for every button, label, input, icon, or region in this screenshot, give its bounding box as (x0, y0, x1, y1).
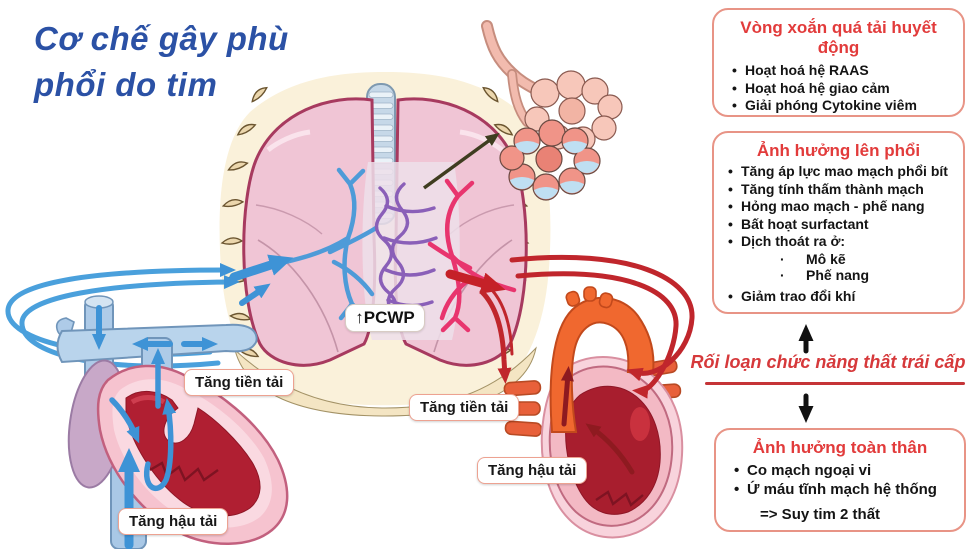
hemodynamic-overload-box: Vòng xoắn quá tải huyết động • Hoạt hoá … (712, 8, 965, 117)
arterial-loops (479, 254, 695, 399)
lung-box-title: Ảnh hưởng lên phổi (756, 141, 921, 160)
list-item: • Bất hoạt surfactant (728, 215, 869, 232)
list-item: • Dịch thoát ra ở: (728, 233, 846, 249)
alveoli-detail (481, 20, 623, 201)
alveolar-fluid (510, 141, 599, 200)
right-preload-label: Tăng tiền tải (409, 394, 520, 421)
blue-inflow-arrow (229, 254, 294, 282)
sub-list-item: · Mô kẽ (780, 250, 846, 267)
page-title-line1: Cơ chế gây phù (34, 20, 289, 57)
red-underline (705, 382, 965, 385)
alveoli-pointer-arrow (422, 132, 500, 190)
flooded-alveoli-cluster (499, 119, 601, 201)
right-afterload-label: Tăng hậu tải (477, 457, 588, 484)
list-item: • Tăng áp lực mao mạch phổi bít (728, 163, 948, 179)
sub-list-item: · Phế nang (780, 267, 870, 283)
list-item: • Co mạch ngoại vi (734, 462, 872, 479)
aorta-arch (549, 296, 655, 433)
hilar-flow-arrows (229, 254, 506, 306)
lung-effects-box: Ảnh hưởng lên phổi • Tăng áp lực mao mạc… (712, 131, 965, 314)
overload-box-title: Vòng xoắn quá tải huyết động (740, 18, 937, 57)
pcwp-label: ↑PCWP (345, 304, 425, 332)
systemic-box-title: Ảnh hưởng toàn thân (752, 438, 928, 457)
left-afterload-label: Tăng hậu tải (118, 508, 229, 535)
blood-flow-arrows-blue (92, 305, 218, 492)
conclusion-text: => Suy tim 2 thất (760, 506, 881, 523)
page-title-line2: phổi do tim (34, 66, 218, 104)
aortic-branch-stubs (565, 286, 614, 309)
list-item: • Hoạt hoá hệ giao cảm (732, 79, 890, 96)
red-outflow-arrow (445, 269, 506, 294)
systemic-effects-box: Ảnh hưởng toàn thân • Co mạch ngoại vi •… (714, 428, 966, 532)
list-item: • Hỏng mao mạch - phế nang (728, 198, 925, 214)
lv-dysfunction-text: Rối loạn chức năng thất trái cấp (690, 352, 966, 372)
list-item: • Giảm trao đổi khí (728, 287, 856, 304)
list-item: • Hoạt hoá hệ RAAS (732, 62, 869, 78)
page-title: Cơ chế gây phù phổi do tim (34, 16, 354, 108)
left-preload-label: Tăng tiền tải (184, 369, 295, 396)
list-item: • Ứ máu tĩnh mạch hệ thống (734, 480, 937, 498)
blue-inflow-arrow-small (239, 283, 271, 306)
list-item: • Tăng tính thấm thành mạch (728, 180, 924, 197)
list-item: • Giải phóng Cytokine viêm (732, 97, 917, 113)
blood-flow-arrows-dark (560, 366, 635, 475)
